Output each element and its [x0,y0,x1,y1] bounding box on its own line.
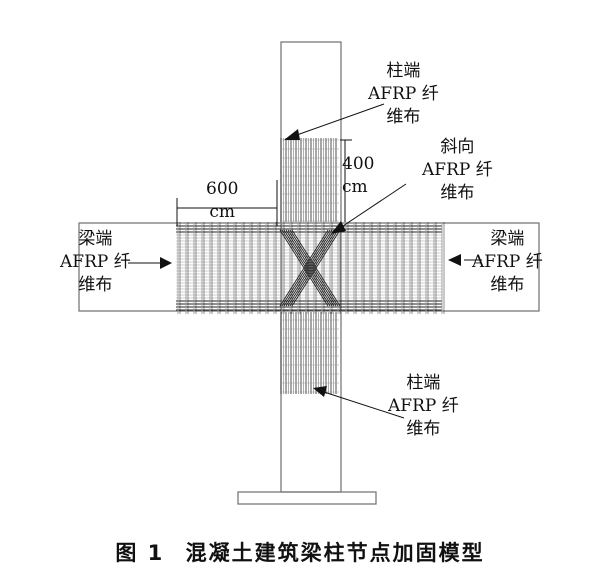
leader-column-bottom [313,386,405,419]
beam-end-afrp-fiber [176,222,445,314]
fiber-strand [279,229,329,307]
fiber-strand [285,229,335,307]
label-line: 维布 [490,275,525,295]
figure-caption: 图 1 混凝土建筑梁柱节点加固模型 [0,537,600,567]
leader-column-top [284,103,385,140]
label-line: cm [342,177,368,197]
fiber-strand [291,229,341,307]
label-diagonal-fiber: 斜向 AFRP 纤 维布 [422,136,493,205]
label-beam-right-fiber: 梁端 AFRP 纤 维布 [472,228,543,297]
column-base-plate [237,491,377,505]
label-line: AFRP 纤 [368,84,439,104]
dimension-400 [340,139,352,222]
leader-beam-right [448,254,482,266]
dimension-600 [176,180,278,226]
leader-beam-left [128,257,172,269]
label-line: 柱端 [406,373,441,393]
label-line: 维布 [386,107,421,127]
label-line: AFRP 纤 [60,252,131,272]
label-dimension-400: 400 cm [342,153,374,199]
diagonal-afrp-fiber [279,229,341,307]
label-line: 600 [206,179,239,199]
label-dimension-600: 600 cm [206,178,238,224]
label-line: 维布 [78,275,113,295]
label-line: 梁端 [78,229,113,249]
beam-outline [78,222,540,312]
label-column-top-fiber: 柱端 AFRP 纤 维布 [368,60,439,129]
label-line: 400 [342,154,375,174]
label-line: AFRP 纤 [472,252,543,272]
fiber-strand [287,229,337,307]
fiber-strand [283,229,333,307]
label-line: 柱端 [386,61,421,81]
label-line: 斜向 [440,137,475,157]
figure-number: 图 1 [115,541,165,565]
label-line: AFRP 纤 [388,396,459,416]
label-line: 维布 [440,183,475,203]
fiber-strand [281,229,331,307]
leader-diagonal [331,183,407,234]
label-line: 梁端 [490,229,525,249]
figure-title: 混凝土建筑梁柱节点加固模型 [185,541,485,565]
fiber-strand [289,229,339,307]
column-end-afrp-fiber [280,138,339,394]
label-column-bottom-fiber: 柱端 AFRP 纤 维布 [388,372,459,441]
label-line: AFRP 纤 [422,160,493,180]
label-beam-left-fiber: 梁端 AFRP 纤 维布 [60,228,131,297]
label-line: 维布 [406,419,441,439]
label-line: cm [209,202,236,222]
